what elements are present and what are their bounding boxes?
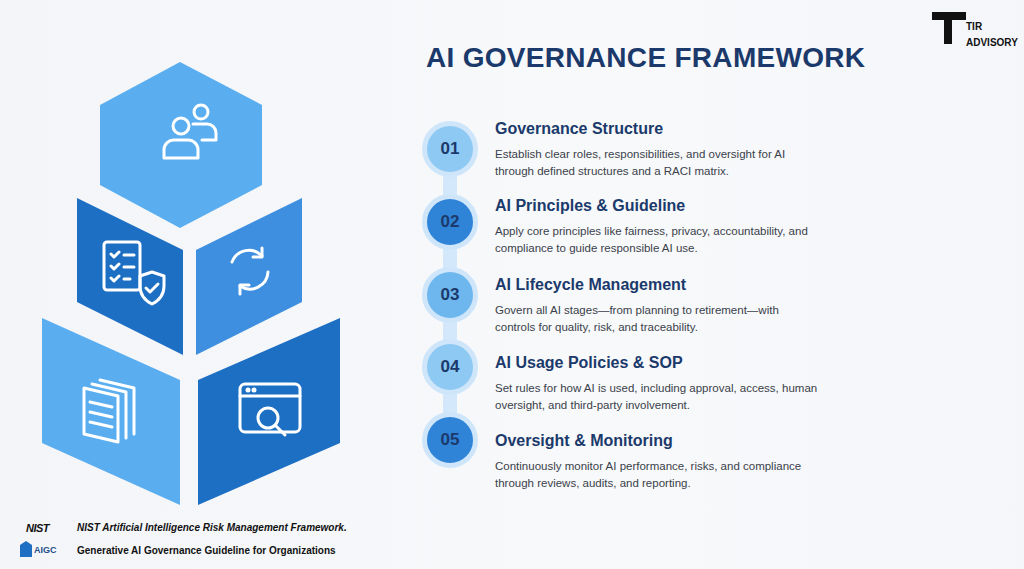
callout-number: 01 bbox=[441, 139, 460, 159]
item-description: Set rules for how AI is used, including … bbox=[495, 380, 820, 414]
framework-item: 05 Oversight & MonitoringContinuously mon… bbox=[415, 412, 825, 492]
label: TIR bbox=[966, 21, 982, 32]
item-heading: AI Principles & Guideline bbox=[495, 197, 685, 215]
cube-face bbox=[196, 198, 302, 355]
framework-item: 01 Governance StructureEstablish clear ro… bbox=[415, 121, 825, 180]
framework-item: 03 AI Lifecycle ManagementGovern all AI s… bbox=[415, 267, 825, 336]
item-heading: AI Lifecycle Management bbox=[495, 276, 686, 294]
framework-item: 04 AI Usage Policies & SOP Set rules for h… bbox=[415, 339, 825, 414]
browser-search-icon bbox=[240, 384, 300, 435]
callout-number: 05 bbox=[441, 430, 460, 450]
label: ADVISORY bbox=[966, 37, 1018, 48]
people-icon bbox=[164, 105, 216, 158]
item-heading: AI Usage Policies & SOP bbox=[495, 354, 683, 372]
label: AIGC bbox=[34, 545, 57, 555]
item-description: Establish clear roles, responsibilities,… bbox=[495, 146, 820, 180]
number-circle: 04 bbox=[422, 339, 478, 395]
label: Generative AI Governance Guideline for O… bbox=[77, 545, 336, 556]
callout-number: 02 bbox=[441, 212, 460, 232]
cube-face bbox=[198, 318, 340, 505]
item-heading: Governance Structure bbox=[495, 120, 663, 138]
label: NIST Artificial Intelligence Risk Manage… bbox=[77, 522, 347, 533]
document-icon bbox=[84, 380, 134, 442]
checklist-icon bbox=[104, 242, 164, 304]
number-circle: 02 bbox=[422, 194, 478, 250]
aigc-logo-mark bbox=[20, 541, 32, 557]
callout-number: 03 bbox=[441, 285, 460, 305]
framework-item: 02 AI Principles & GuidelineApply core pr… bbox=[415, 194, 825, 257]
cube-face bbox=[77, 198, 183, 355]
number-circle: 03 bbox=[422, 267, 478, 323]
hex-face bbox=[100, 62, 262, 228]
item-description: Continuously monitor AI performance, ris… bbox=[495, 458, 820, 492]
item-description: Apply core principles like fairness, pri… bbox=[495, 223, 820, 257]
item-description: Govern all AI stages—from planning to re… bbox=[495, 302, 820, 336]
item-heading: Oversight & Monitoring bbox=[495, 432, 673, 450]
label: NIST bbox=[26, 522, 49, 534]
cycle-icon bbox=[232, 248, 268, 294]
logo-mark bbox=[932, 12, 966, 44]
number-circle: 01 bbox=[422, 121, 478, 177]
callout-number: 04 bbox=[441, 357, 460, 377]
title: AI GOVERNANCE FRAMEWORK bbox=[426, 42, 865, 74]
cube-face bbox=[42, 318, 180, 505]
number-circle: 05 bbox=[422, 412, 478, 468]
